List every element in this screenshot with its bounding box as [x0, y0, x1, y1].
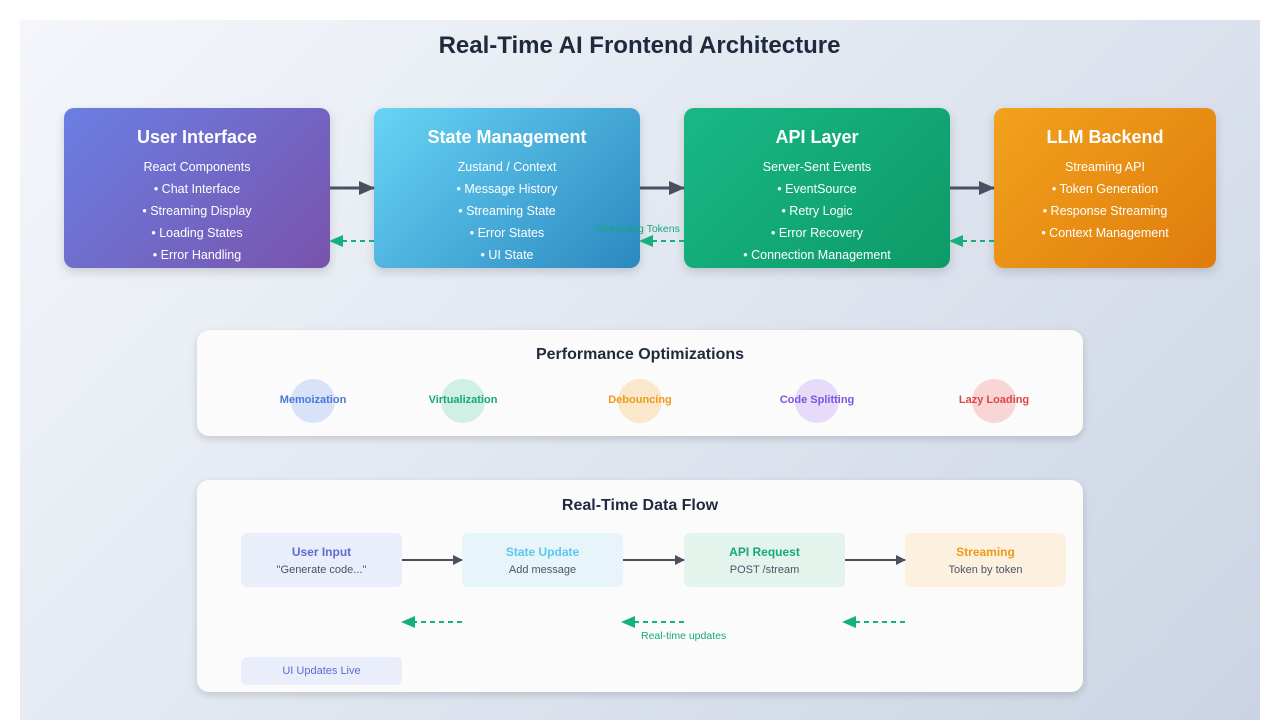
flow-step-user-input: User Input "Generate code..." — [241, 533, 402, 587]
layer-item: • Message History — [456, 182, 558, 196]
optimization-circle — [795, 379, 839, 423]
layer-item: • Context Management — [1041, 226, 1169, 240]
optimization-circle — [441, 379, 485, 423]
optimization-label: Memoization — [279, 394, 347, 406]
data-flow-title: Real-Time Data Flow — [561, 497, 719, 514]
layer-item: • Chat Interface — [153, 182, 241, 196]
layer-item: Server-Sent Events — [762, 160, 872, 174]
layer-state-management: State Management Zustand / Context • Mes… — [374, 108, 640, 268]
layer-item: • Token Generation — [1051, 182, 1159, 196]
data-flow-panel: Real-Time Data Flow User Input "Generate… — [197, 480, 1083, 692]
layer-llm-backend: LLM Backend Streaming API • Token Genera… — [994, 108, 1216, 268]
layer-item: • Streaming State — [458, 204, 556, 218]
performance-title: Performance Optimizations — [535, 346, 745, 363]
layer-title: LLM Backend — [1046, 127, 1164, 147]
optimization-debouncing: Debouncing — [560, 379, 720, 423]
optimization-memoization: Memoization — [233, 379, 393, 423]
layer-item: • UI State — [480, 248, 534, 262]
optimization-lazy-loading: Lazy Loading — [914, 379, 1074, 423]
layer-item: • Response Streaming — [1042, 204, 1168, 218]
flow-step-subtitle: Token by token — [948, 564, 1023, 576]
flow-step-title: User Input — [291, 545, 352, 559]
layer-item: • EventSource — [777, 182, 857, 196]
layer-item: • Loading States — [151, 226, 243, 240]
layer-item: React Components — [143, 160, 251, 174]
layer-item: Streaming API — [1065, 160, 1145, 174]
realtime-updates-label: Real-time updates — [641, 630, 727, 642]
flow-step-subtitle: POST /stream — [729, 564, 800, 576]
layer-item: • Retry Logic — [781, 204, 853, 218]
layer-item: • Error Handling — [152, 248, 242, 262]
layer-item: • Error Recovery — [771, 226, 863, 240]
flow-step-subtitle: Add message — [508, 564, 577, 576]
flow-step-title: API Request — [729, 545, 800, 559]
flow-step-title: State Update — [505, 545, 580, 559]
optimization-label: Debouncing — [608, 394, 672, 406]
optimization-code-splitting: Code Splitting — [737, 379, 897, 423]
optimization-label: Code Splitting — [779, 394, 855, 406]
layer-item: Zustand / Context — [457, 160, 557, 174]
ui-updates-live-badge: UI Updates Live — [241, 657, 402, 685]
flow-step-state-update: State Update Add message — [462, 533, 623, 587]
layer-title: API Layer — [775, 127, 859, 147]
layer-title: User Interface — [136, 127, 258, 147]
flow-step-api-request: API Request POST /stream — [684, 533, 845, 587]
flow-step-title: Streaming — [956, 545, 1015, 559]
optimization-circle — [618, 379, 662, 423]
optimization-virtualization: Virtualization — [383, 379, 543, 423]
optimization-circle — [291, 379, 335, 423]
optimization-label: Virtualization — [428, 394, 498, 406]
layer-item: • Error States — [469, 226, 545, 240]
layer-api: API Layer Server-Sent Events • EventSour… — [684, 108, 950, 268]
streaming-tokens-label: Streaming Tokens — [596, 223, 680, 235]
optimization-label: Lazy Loading — [958, 394, 1030, 406]
layer-item: • Connection Management — [743, 248, 891, 262]
performance-panel: Performance Optimizations Memoization Vi… — [197, 330, 1083, 436]
layer-item: • Streaming Display — [142, 204, 252, 218]
layer-user-interface: User Interface React Components • Chat I… — [64, 108, 330, 268]
diagram-title: Real-Time AI Frontend Architecture — [438, 32, 841, 59]
optimization-circle — [972, 379, 1016, 423]
layer-title: State Management — [427, 127, 587, 147]
flow-step-subtitle: "Generate code..." — [276, 564, 367, 576]
flow-step-streaming: Streaming Token by token — [905, 533, 1066, 587]
